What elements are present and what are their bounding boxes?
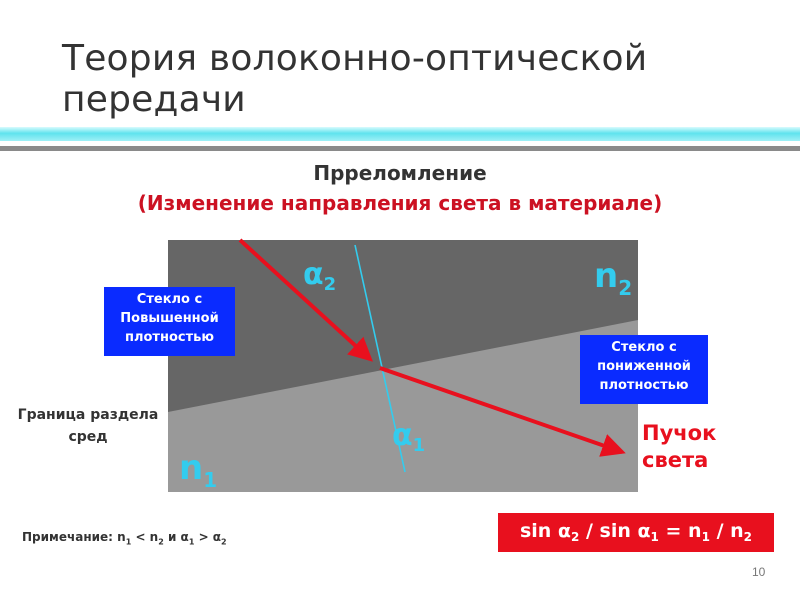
n1-label: n1 bbox=[179, 448, 218, 492]
dense-glass-label: Стекло с Повышенной плотностью bbox=[104, 287, 235, 356]
page-number: 10 bbox=[752, 565, 766, 579]
header-divider-cyan bbox=[0, 127, 800, 141]
boundary-label: Граница раздела сред bbox=[17, 407, 159, 445]
less-dense-glass-label: Стекло с пониженной плотностью bbox=[580, 335, 708, 404]
slide-title: Теория волоконно-оптической передачи bbox=[62, 38, 648, 120]
header-divider-gray bbox=[0, 146, 800, 151]
incident-beam bbox=[238, 238, 373, 362]
normal-line bbox=[354, 244, 406, 473]
n2-label: n2 bbox=[594, 256, 633, 300]
refracted-beam bbox=[379, 366, 626, 457]
snell-formula: sin α2 / sin α1 = n1 / n2 bbox=[498, 513, 774, 552]
alpha1-label: α1 bbox=[392, 418, 426, 456]
diagram-heading: Прреломление bbox=[313, 161, 487, 185]
diagram-subheading: (Изменение направления света в материале… bbox=[137, 191, 663, 215]
note-text: Примечание: n1 < n2 и α1 > α2 bbox=[22, 530, 227, 547]
alpha2-label: α2 bbox=[303, 257, 337, 295]
beam-label: Пучок света bbox=[642, 421, 717, 472]
